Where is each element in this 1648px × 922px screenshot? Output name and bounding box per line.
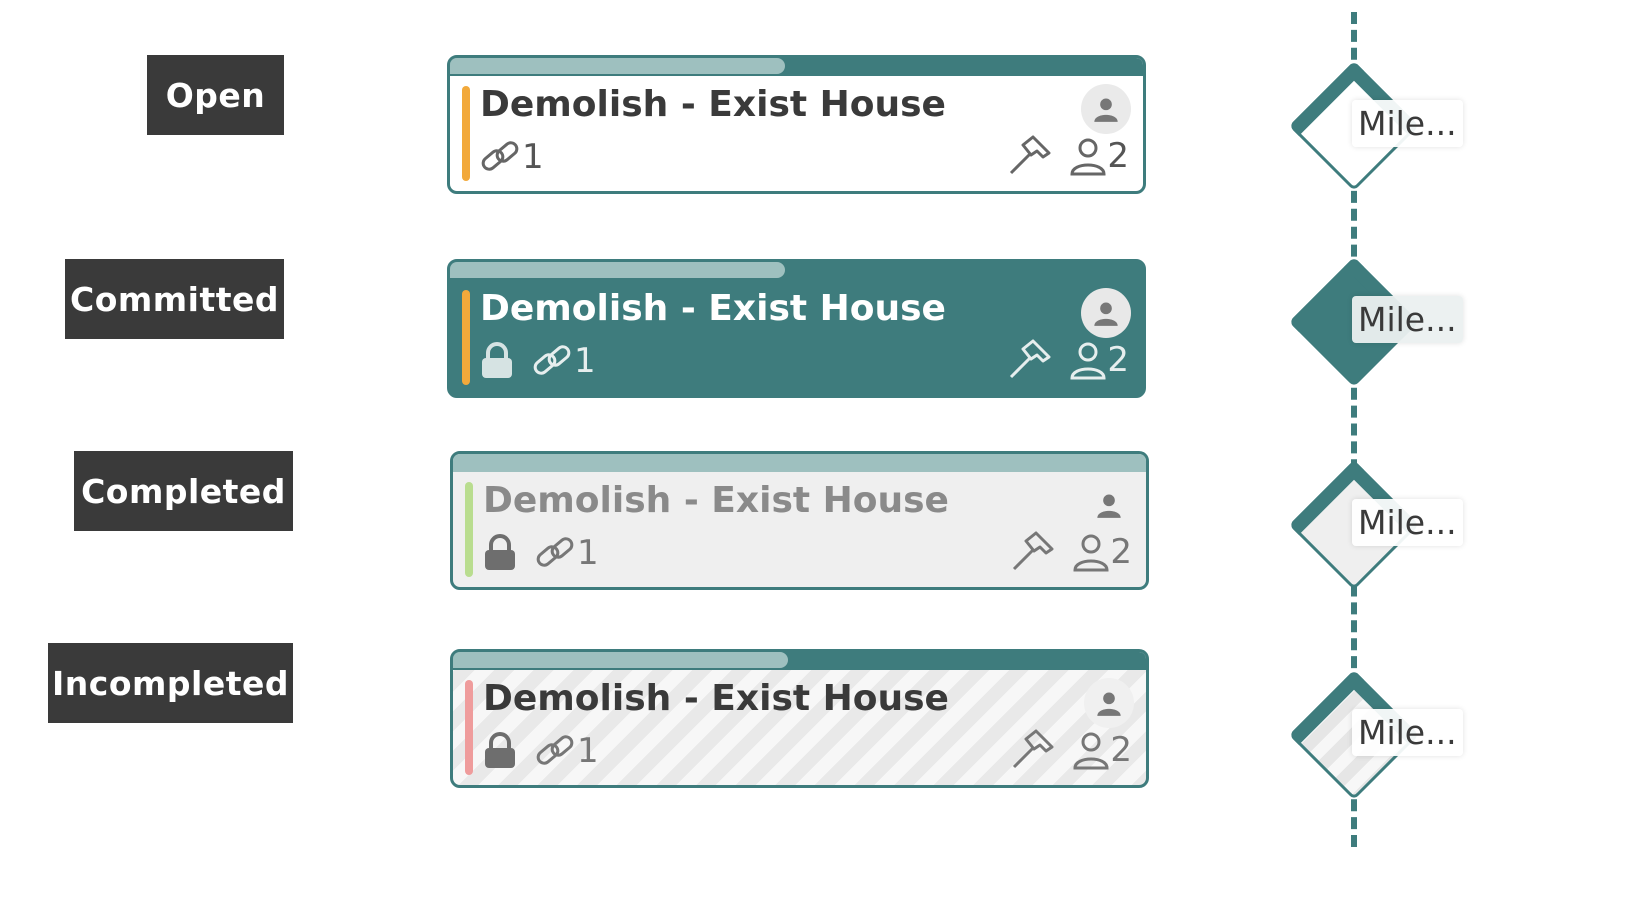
people-count-value: 2 (1107, 340, 1129, 380)
link-icon (536, 735, 574, 765)
state-label-committed: Committed (65, 259, 284, 339)
lock-icon (485, 534, 515, 570)
links-count[interactable]: 1 (535, 533, 599, 573)
card-meta-right: 2 (1010, 729, 1132, 771)
card-meta-right: 2 (1007, 135, 1129, 177)
milestone-committed[interactable]: Mile... (1288, 256, 1463, 388)
people-count[interactable]: 2 (1072, 730, 1132, 770)
task-card-open[interactable]: Demolish - Exist House 1 2 (447, 55, 1146, 194)
hammer-icon (1010, 135, 1051, 175)
milestone-label: Mile... (1352, 709, 1463, 756)
people-icon (1073, 534, 1109, 572)
links-count[interactable]: 1 (532, 341, 596, 381)
task-card-incompleted[interactable]: Demolish - Exist House 1 2 (450, 649, 1149, 788)
assignee-avatar[interactable] (1084, 480, 1134, 530)
hammer-icon (1013, 729, 1054, 769)
card-meta-left: 1 (483, 533, 599, 573)
card-meta-left: 1 (483, 731, 599, 771)
progress-bar (450, 262, 785, 278)
progress-bar (453, 652, 788, 668)
task-title: Demolish - Exist House (483, 678, 949, 719)
task-card-completed[interactable]: Demolish - Exist House 1 2 (450, 451, 1149, 590)
links-count-value: 1 (574, 341, 596, 381)
people-count[interactable]: 2 (1069, 340, 1129, 380)
links-count-value: 1 (577, 731, 599, 771)
people-count[interactable]: 2 (1072, 532, 1132, 572)
status-accent (465, 482, 473, 577)
assignee-avatar[interactable] (1084, 678, 1134, 728)
milestone-open[interactable]: Mile... (1288, 60, 1463, 192)
people-count[interactable]: 2 (1069, 136, 1129, 176)
people-count-value: 2 (1110, 730, 1132, 770)
link-icon (536, 537, 574, 567)
links-count[interactable]: 1 (535, 731, 599, 771)
milestone-timeline (1351, 12, 1357, 847)
card-meta-right: 2 (1010, 531, 1132, 573)
milestone-completed[interactable]: Mile... (1288, 459, 1463, 591)
task-title: Demolish - Exist House (483, 480, 949, 521)
person-icon (1097, 692, 1121, 716)
status-accent (462, 290, 470, 385)
people-count-value: 2 (1107, 136, 1129, 176)
card-topbar (453, 454, 1146, 472)
link-icon (533, 345, 571, 375)
lock-icon (482, 342, 512, 378)
person-icon (1097, 494, 1121, 518)
milestone-label: Mile... (1352, 296, 1463, 343)
status-accent (462, 86, 470, 181)
lock-icon (485, 732, 515, 768)
card-meta-left: 1 (480, 137, 544, 177)
progress-bar (450, 58, 785, 74)
state-label-incompleted: Incompleted (48, 643, 293, 723)
state-label-completed: Completed (74, 451, 293, 531)
task-title: Demolish - Exist House (480, 288, 946, 329)
hammer-icon (1010, 339, 1051, 379)
links-count-value: 1 (522, 137, 544, 177)
people-count-value: 2 (1110, 532, 1132, 572)
milestone-label: Mile... (1352, 100, 1463, 147)
links-count-value: 1 (577, 533, 599, 573)
hammer-icon (1013, 531, 1054, 571)
milestone-incompleted[interactable]: Mile... (1288, 669, 1463, 801)
people-icon (1070, 138, 1106, 176)
person-icon (1094, 302, 1118, 326)
state-label-open: Open (147, 55, 284, 135)
task-card-committed[interactable]: Demolish - Exist House 1 2 (447, 259, 1146, 398)
people-icon (1073, 732, 1109, 770)
task-title: Demolish - Exist House (480, 84, 946, 125)
link-icon (481, 141, 519, 171)
status-accent (465, 680, 473, 775)
assignee-avatar[interactable] (1081, 84, 1131, 134)
milestone-label: Mile... (1352, 499, 1463, 546)
card-meta-left: 1 (480, 341, 596, 381)
person-icon (1094, 98, 1118, 122)
card-meta-right: 2 (1007, 339, 1129, 381)
people-icon (1070, 342, 1106, 380)
links-count[interactable]: 1 (480, 137, 544, 177)
assignee-avatar[interactable] (1081, 288, 1131, 338)
